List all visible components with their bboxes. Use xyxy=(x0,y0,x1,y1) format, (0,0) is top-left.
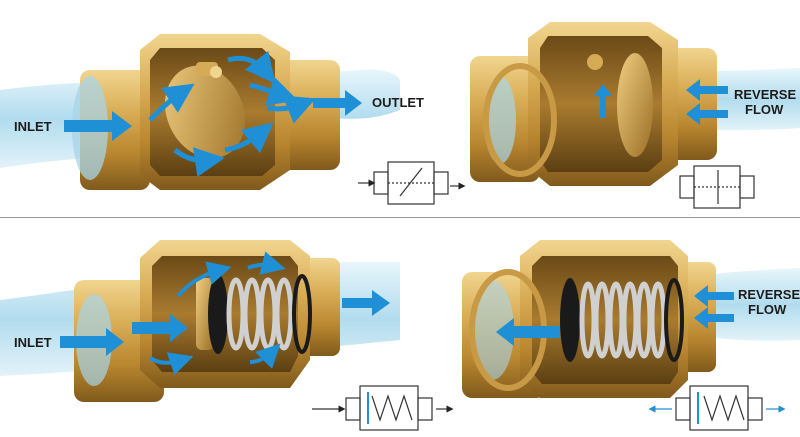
inlet-arrow-2 xyxy=(132,314,188,342)
panel-swing-closed: REVERSE FLOW xyxy=(470,22,800,209)
reverse-arrow-2 xyxy=(694,307,734,329)
internal-flow-arrows xyxy=(148,50,316,177)
flow-arrows xyxy=(64,90,362,141)
reverse-arrow-main xyxy=(496,318,560,346)
reverse-flow-label-1: REVERSE xyxy=(738,287,800,302)
spring-closed-schematic xyxy=(648,385,786,431)
valve-body xyxy=(470,22,717,186)
outlet-arrow xyxy=(342,290,390,316)
reverse-arrow-1 xyxy=(694,285,734,307)
flow-arrows xyxy=(60,290,390,356)
spring-open-schematic xyxy=(312,385,454,431)
coil-spring xyxy=(579,281,667,359)
swing-disc xyxy=(587,53,653,157)
outlet-arrow xyxy=(313,90,362,116)
inlet-label: INLET xyxy=(14,335,52,350)
inlet-arrow xyxy=(60,328,124,356)
outlet-label: OUTLET xyxy=(372,95,424,110)
panel-spring-closed: REVERSE FLOW xyxy=(462,240,800,431)
valve-body xyxy=(462,240,716,398)
spring-assembly xyxy=(560,278,684,362)
spring-assembly xyxy=(196,274,312,354)
reverse-arrow-2 xyxy=(686,103,728,125)
blocked-arrow xyxy=(594,84,612,118)
reverse-flow-label-2: FLOW xyxy=(748,302,787,317)
panel-swing-open: INLET OUTLET xyxy=(0,34,466,205)
reverse-flow-label-2: FLOW xyxy=(745,102,784,117)
reverse-arrow-1 xyxy=(686,79,728,101)
panel-spring-open: INLET xyxy=(0,240,454,431)
swing-open-schematic xyxy=(358,161,466,205)
inlet-label: INLET xyxy=(14,119,52,134)
flow-arrows xyxy=(594,79,728,125)
inlet-arrow xyxy=(64,111,132,141)
flow-arrows xyxy=(496,285,734,346)
reverse-flow-label-1: REVERSE xyxy=(734,87,796,102)
internal-flow-arrows xyxy=(148,251,286,376)
swing-closed-schematic xyxy=(679,165,755,209)
